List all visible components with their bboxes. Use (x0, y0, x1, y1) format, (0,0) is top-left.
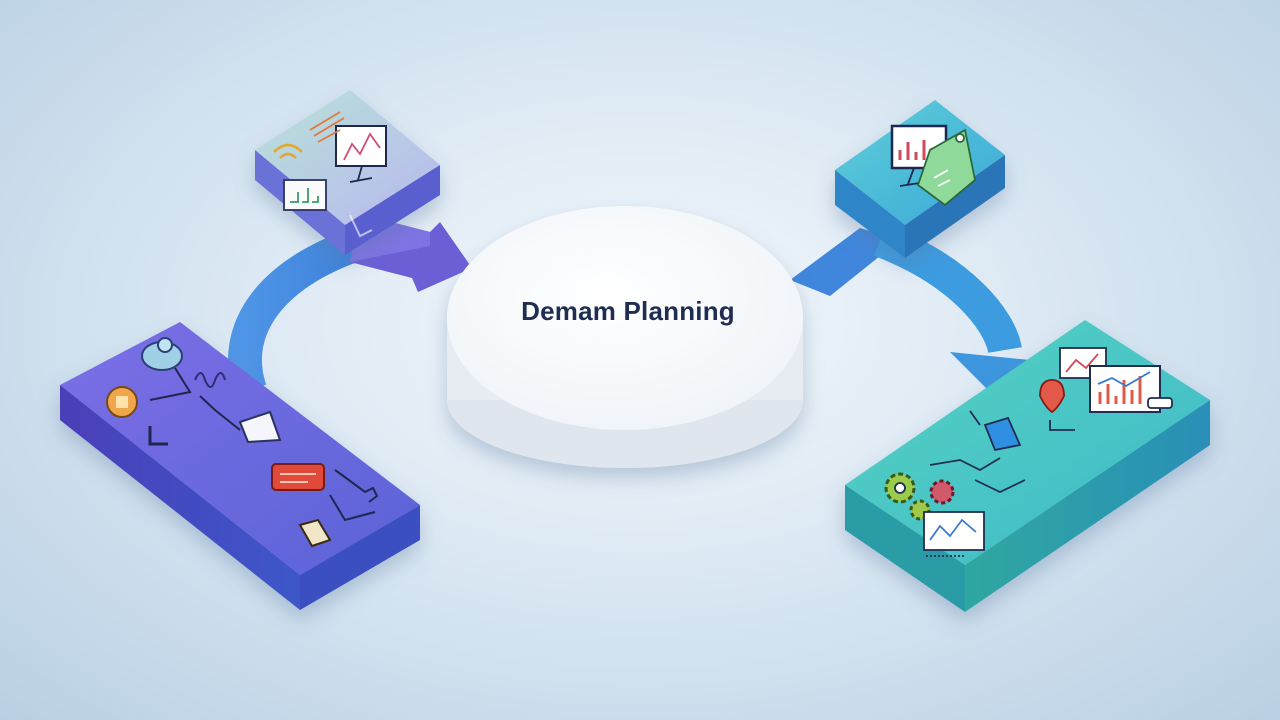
robot-icon (141, 337, 183, 371)
document-chart-icon (283, 179, 327, 211)
wifi-icon (273, 143, 303, 159)
top-left-block-icons (273, 111, 387, 211)
coin-icon (106, 386, 138, 418)
center-disc (447, 206, 803, 468)
connector-line (929, 457, 1001, 472)
left-platform-icons (106, 337, 379, 548)
price-tag-icon (916, 128, 976, 207)
connector-line (149, 367, 192, 401)
wrench-icon (334, 469, 379, 503)
top-right-block-icons (890, 124, 976, 207)
connector-line (974, 479, 1026, 493)
right-platform (845, 320, 1210, 612)
small-tag-icon (1147, 397, 1173, 409)
monitor-chart-icon (335, 125, 387, 183)
connector-line (1049, 420, 1075, 431)
bar-lines-icon (309, 111, 345, 143)
left-curved-arrow (228, 214, 472, 396)
center-label: Demam Planning (521, 296, 735, 326)
label-card-icon (271, 463, 325, 491)
gear-icon (884, 472, 955, 521)
left-platform (60, 322, 420, 610)
connector-line (329, 494, 376, 522)
signal-wave-icon (194, 372, 226, 388)
right-platform-icons (884, 347, 1173, 557)
pen-icon (298, 518, 332, 548)
line-chart-icon (923, 511, 985, 557)
bracket-icon (148, 426, 168, 446)
connector-line (199, 395, 241, 431)
megaphone-icon (238, 410, 282, 444)
location-icon (1039, 379, 1065, 414)
megaphone-icon (969, 410, 1022, 452)
